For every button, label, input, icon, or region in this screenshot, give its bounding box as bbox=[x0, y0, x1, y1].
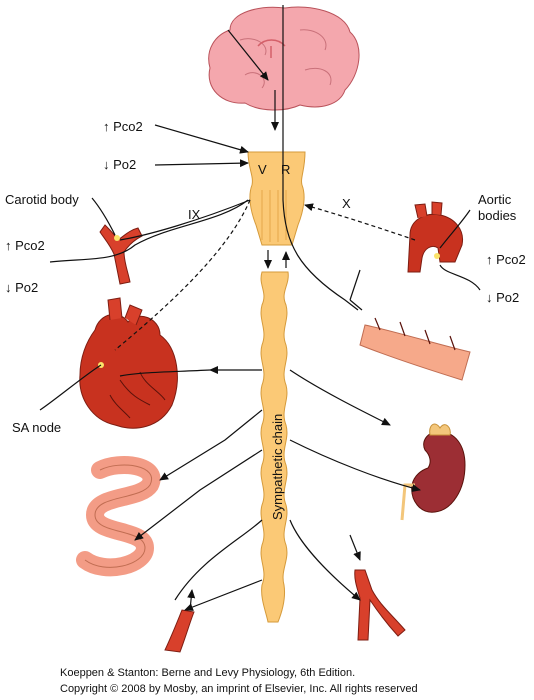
aortic-arch bbox=[407, 201, 464, 273]
medulla-v-label: V bbox=[258, 162, 267, 177]
credit-line-1: Koeppen & Stanton: Berne and Levy Physio… bbox=[60, 667, 356, 679]
label-sa-node: SA node bbox=[12, 420, 61, 435]
label-aortic: Aortic bbox=[478, 192, 512, 207]
nerve-pathways bbox=[39, 5, 481, 611]
medulla-r-label: R bbox=[281, 162, 290, 177]
medulla bbox=[247, 151, 306, 246]
artery-bottom-right bbox=[354, 569, 406, 641]
artery-bottom-left bbox=[164, 609, 195, 653]
label-nerve-x: X bbox=[342, 196, 351, 211]
heart bbox=[79, 297, 178, 429]
brain bbox=[208, 6, 360, 111]
sympathetic-chain bbox=[260, 271, 289, 623]
label-po2-top: ↓ Po2 bbox=[103, 157, 136, 172]
label-nerve-ix: IX bbox=[188, 207, 201, 222]
label-pco2-top: ↑ Pco2 bbox=[103, 119, 143, 134]
label-pco2-right: ↑ Pco2 bbox=[486, 252, 526, 267]
label-pco2-left: ↑ Pco2 bbox=[5, 238, 45, 253]
carotid-vessel bbox=[99, 224, 143, 285]
adrenal-gland bbox=[429, 423, 451, 436]
credit-line-2: Copyright © 2008 by Mosby, an imprint of… bbox=[60, 683, 418, 695]
sympathetic-chain-label: Sympathetic chain bbox=[270, 414, 285, 520]
label-po2-left: ↓ Po2 bbox=[5, 280, 38, 295]
skin-vessel-strip bbox=[359, 317, 471, 381]
label-po2-right: ↓ Po2 bbox=[486, 290, 519, 305]
kidney bbox=[400, 431, 466, 521]
intestine bbox=[76, 456, 161, 577]
label-bodies: bodies bbox=[478, 208, 517, 223]
label-carotid-body: Carotid body bbox=[5, 192, 79, 207]
